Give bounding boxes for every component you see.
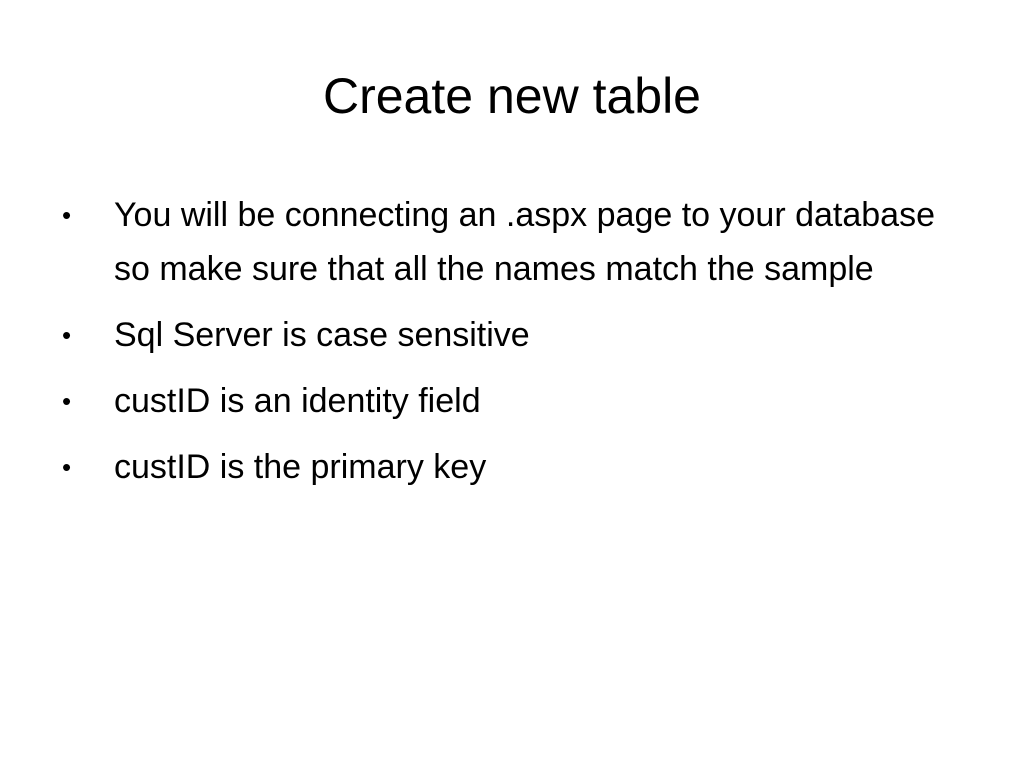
bullet-marker: • [62,452,72,482]
bullet-item: • custID is an identity field [58,374,958,428]
bullet-item: • custID is the primary key [58,440,958,494]
bullet-text: custID is the primary key [114,448,487,486]
slide-title: Create new table [322,68,701,124]
bullet-text: custID is an identity field [114,382,481,420]
bullet-text: Sql Server is case sensitive [114,316,530,354]
bullet-marker: • [62,200,72,230]
bullet-item: • Sql Server is case sensitive [58,308,958,362]
bullet-item: • You will be connecting an .aspx page t… [58,188,958,296]
bullet-list: • You will be connecting an .aspx page t… [58,188,958,506]
bullet-marker: • [62,320,72,350]
bullet-text: You will be connecting an .aspx page to … [114,196,935,288]
bullet-marker: • [62,386,72,416]
